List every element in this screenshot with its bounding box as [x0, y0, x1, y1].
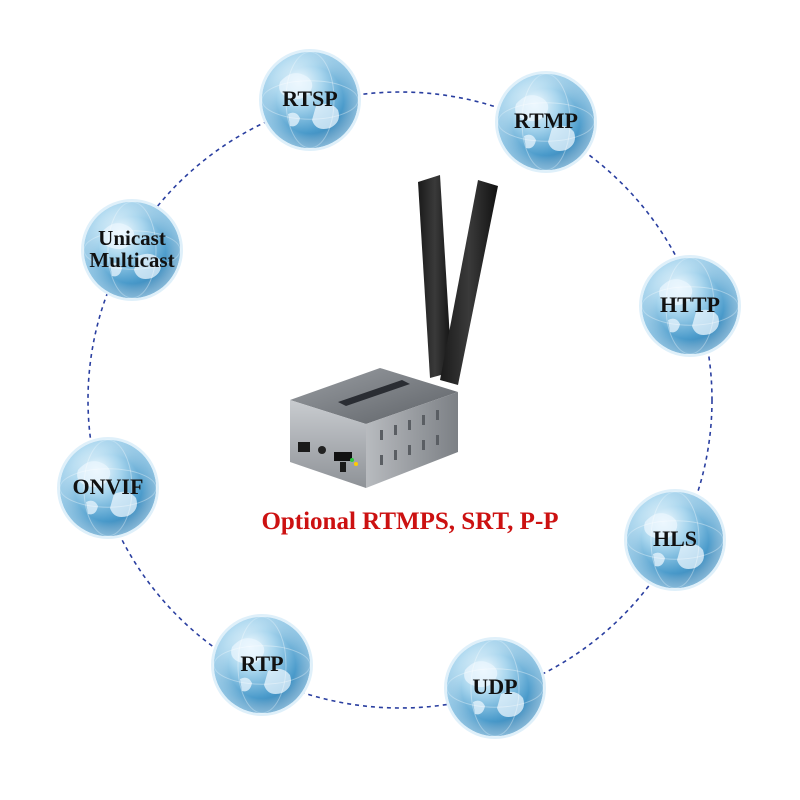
globe-rtmp: RTMP [495, 71, 597, 173]
optional-protocols-caption: Optional RTMPS, SRT, P-P [261, 508, 558, 535]
protocol-label-http: HTTP [660, 292, 720, 317]
globe-udp: UDP [444, 637, 546, 739]
protocol-label-rtmp: RTMP [514, 108, 578, 133]
protocol-label-onvif: ONVIF [73, 474, 144, 499]
globe-hls: HLS [624, 489, 726, 591]
protocol-label-hls: HLS [653, 526, 697, 551]
protocol-label-rtp: RTP [240, 651, 283, 676]
globe-rtsp: RTSP [259, 49, 361, 151]
protocol-globes: RTSP RTMP HTTP HLS UDP RTP ONVIF UnicastMultica… [57, 49, 741, 739]
protocol-label-unicast-multicast-2: Multicast [89, 248, 174, 272]
protocol-label-udp: UDP [472, 674, 517, 699]
encoder-device-icon [290, 175, 498, 488]
globe-onvif: ONVIF [57, 437, 159, 539]
protocol-label-unicast-multicast-1: Unicast [98, 226, 166, 250]
connection-ring [87, 91, 713, 709]
globe-rtp: RTP [211, 614, 313, 716]
globe-http: HTTP [639, 255, 741, 357]
protocol-label-rtsp: RTSP [282, 86, 337, 111]
